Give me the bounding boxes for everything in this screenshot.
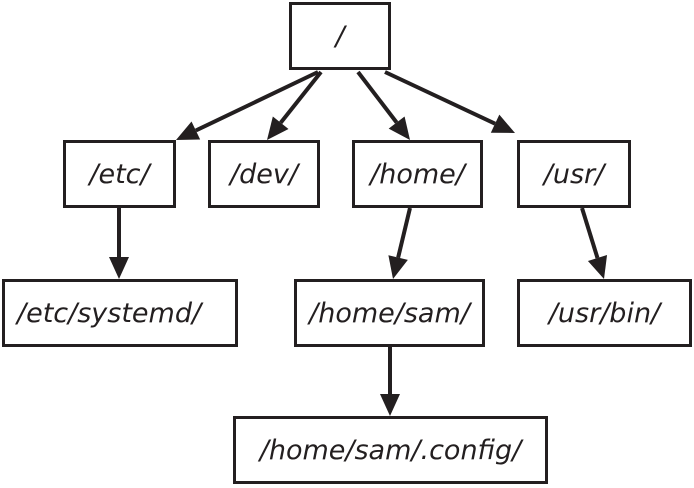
arrowhead-root-to-etc [176,121,201,140]
arrowhead-root-to-home [388,116,410,140]
arrowhead-etc-to-etc_systemd [109,257,129,279]
edge-home-to-home_sam [396,207,412,259]
node-home-sam-label: /home/sam/ [309,297,470,329]
node-dev: /dev/ [208,140,320,208]
node-usr-label: /usr/ [543,158,605,190]
node-home: /home/ [352,140,483,208]
node-root: / [289,2,391,70]
arrowhead-home-to-home_sam [388,255,408,279]
node-etc-label: /etc/ [89,158,150,190]
arrowhead-home_sam-to-home_sam_config [380,394,400,416]
node-dev-label: /dev/ [230,158,298,190]
arrowhead-root-to-dev [267,116,289,140]
node-root-label: / [335,20,345,52]
node-etc-systemd: /etc/systemd/ [2,279,238,347]
node-etc-systemd-label: /etc/systemd/ [17,297,202,329]
node-usr-bin: /usr/bin/ [517,279,692,347]
node-usr-bin-label: /usr/bin/ [548,297,661,329]
node-usr: /usr/ [517,140,631,208]
edge-root-to-usr [384,70,496,126]
edge-root-to-home [356,70,399,124]
edge-root-to-dev [279,70,323,125]
node-home-sam-config: /home/sam/.config/ [233,416,548,484]
node-home-sam-config-label: /home/sam/.config/ [259,434,522,466]
node-etc: /etc/ [63,140,176,208]
edge-root-to-etc [194,70,319,133]
node-home-sam: /home/sam/ [294,279,485,347]
arrowhead-usr-to-usr_bin [587,255,608,279]
edge-usr-to-usr_bin [580,207,600,259]
arrowhead-root-to-usr [490,114,515,133]
node-home-label: /home/ [370,158,465,190]
